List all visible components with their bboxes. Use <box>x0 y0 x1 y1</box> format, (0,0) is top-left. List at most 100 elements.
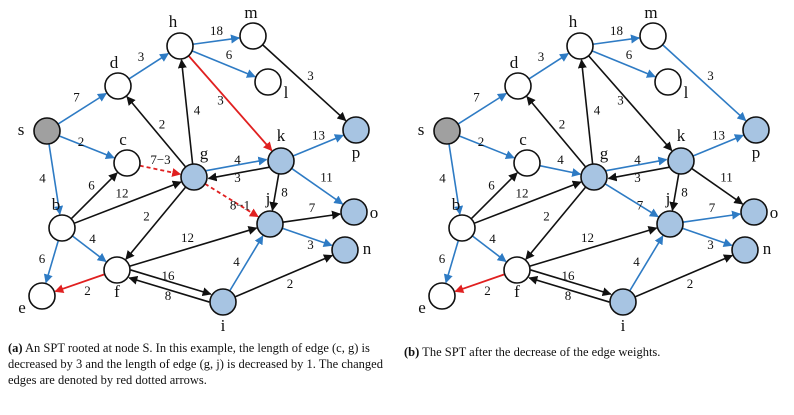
edge-g-d <box>126 96 187 168</box>
edge-f-e <box>454 273 506 294</box>
edge-h-k <box>587 55 673 152</box>
node-f <box>103 256 131 284</box>
edge-m-p <box>262 44 347 122</box>
edge-label-g-d: 2 <box>159 116 166 131</box>
edge-label-f-e: 2 <box>484 283 491 298</box>
node-label-e: e <box>18 298 26 317</box>
node-p <box>742 116 770 144</box>
edge-label-g-j: 7 <box>637 197 644 212</box>
edge-label-h-m: 18 <box>610 23 623 38</box>
node-l <box>254 68 282 96</box>
edge-label-b-c: 6 <box>488 177 495 192</box>
node-label-c: c <box>119 130 127 149</box>
edge-label-b-g: 12 <box>116 185 129 200</box>
node-s <box>433 117 461 145</box>
node-label-f: f <box>114 282 120 301</box>
edge-f-i <box>130 269 212 297</box>
node-label-m: m <box>244 3 257 22</box>
edge-b-f <box>71 235 107 263</box>
edge-label-f-e: 2 <box>84 283 91 298</box>
node-l <box>654 68 682 96</box>
node-label-b: b <box>52 195 61 214</box>
edge-label-j-n: 3 <box>307 237 314 252</box>
edge-label-c-g: 7−3 <box>150 152 170 167</box>
edge-label-b-f: 4 <box>89 231 96 246</box>
edge-b-g <box>473 180 582 225</box>
node-m <box>639 22 667 50</box>
edge-label-k-p: 13 <box>312 127 325 142</box>
edge-label-i-j: 4 <box>233 254 240 269</box>
node-d <box>504 72 532 100</box>
node-label-k: k <box>277 126 286 145</box>
node-label-p: p <box>352 143 361 162</box>
edge-h-l <box>591 50 656 78</box>
node-label-h: h <box>169 12 178 31</box>
edge-f-e <box>54 273 106 294</box>
node-i <box>209 288 237 316</box>
node-label-p: p <box>752 143 761 162</box>
caption-a-text: An SPT rooted at node S. In this example… <box>8 341 383 387</box>
edge-s-d <box>457 92 507 125</box>
node-h <box>166 32 194 60</box>
edge-label-j-o: 7 <box>709 200 716 215</box>
edge-c-g <box>539 164 582 177</box>
edge-label-m-p: 3 <box>307 68 314 83</box>
node-label-n: n <box>363 239 372 258</box>
node-label-h: h <box>569 12 578 31</box>
node-label-o: o <box>770 203 779 222</box>
edge-label-g-k: 4 <box>634 152 641 167</box>
edge-f-j <box>129 226 258 268</box>
edge-label-k-p: 13 <box>712 127 725 142</box>
caption-a-label: (a) <box>8 341 23 355</box>
node-label-k: k <box>677 126 686 145</box>
node-j <box>256 210 284 238</box>
edge-j-o <box>282 210 342 223</box>
edge-label-d-h: 3 <box>138 49 145 64</box>
caption-panel-a: (a) An SPT rooted at node S. In this exa… <box>8 340 388 388</box>
node-label-i: i <box>621 316 626 335</box>
node-p <box>342 116 370 144</box>
node-e <box>428 282 456 310</box>
edge-label-k-g: 3 <box>634 170 641 185</box>
edge-g-f <box>125 186 187 260</box>
edge-label-s-d: 7 <box>473 89 480 104</box>
edge-f-j <box>529 226 658 268</box>
edge-label-d-h: 3 <box>538 49 545 64</box>
edge-label-h-k: 3 <box>217 92 224 107</box>
node-h <box>566 32 594 60</box>
edge-label-i-f: 8 <box>165 288 172 303</box>
edge-s-b <box>448 143 464 216</box>
edge-label-j-n: 3 <box>707 237 714 252</box>
caption-b-label: (b) <box>404 345 420 359</box>
node-label-b: b <box>452 195 461 214</box>
edge-g-d <box>526 96 587 168</box>
edge-j-n <box>682 227 733 248</box>
edge-label-s-b: 4 <box>39 170 46 185</box>
edge-b-g <box>73 180 182 225</box>
node-label-m: m <box>644 3 657 22</box>
node-label-j: j <box>665 189 671 208</box>
edge-label-j-o: 7 <box>309 200 316 215</box>
node-o <box>340 198 368 226</box>
node-label-d: d <box>510 53 519 72</box>
edge-g-k <box>205 156 268 172</box>
node-b <box>448 214 476 242</box>
edge-label-g-h: 4 <box>194 102 201 117</box>
edge-g-k <box>605 156 668 172</box>
edge-label-g-k: 4 <box>234 152 241 167</box>
edge-g-j <box>204 183 259 218</box>
edge-label-s-d: 7 <box>73 89 80 104</box>
edge-label-k-j: 8 <box>681 184 688 199</box>
edge-label-h-l: 6 <box>226 47 233 62</box>
node-k <box>267 147 295 175</box>
edge-label-b-c: 6 <box>88 177 95 192</box>
node-c <box>113 149 141 177</box>
edge-s-d <box>57 92 107 125</box>
edge-label-k-g: 3 <box>234 170 241 185</box>
node-n <box>731 236 759 264</box>
node-m <box>239 22 267 50</box>
